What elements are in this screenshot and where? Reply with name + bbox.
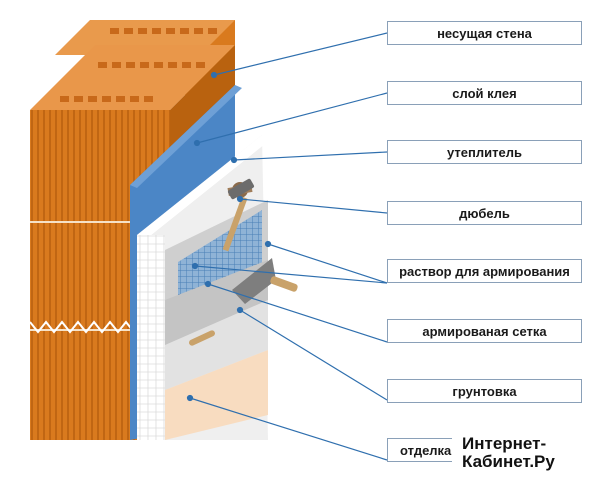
- label-bearing-wall: несущая стена: [387, 21, 582, 45]
- watermark-line-2: Кабинет.Ру: [462, 452, 555, 471]
- finish-layer: [165, 300, 268, 440]
- watermark-line-1: Интернет-: [462, 434, 547, 453]
- trowel-icon: [232, 258, 298, 304]
- watermark-background: [452, 432, 596, 480]
- label-glue-layer: слой клея: [387, 81, 582, 105]
- watermark: Интернет- Кабинет.Ру: [462, 435, 592, 471]
- label-dowel: дюбель: [387, 201, 582, 225]
- label-reinforcement-mortar: раствор для армирования: [387, 259, 582, 283]
- label-primer: грунтовка: [387, 379, 582, 403]
- label-reinforced-mesh: армированая сетка: [387, 319, 582, 343]
- label-insulation: утеплитель: [387, 140, 582, 164]
- leader-lines: [186, 32, 388, 461]
- hammer-icon: [222, 178, 255, 252]
- spatula-icon: [189, 330, 215, 346]
